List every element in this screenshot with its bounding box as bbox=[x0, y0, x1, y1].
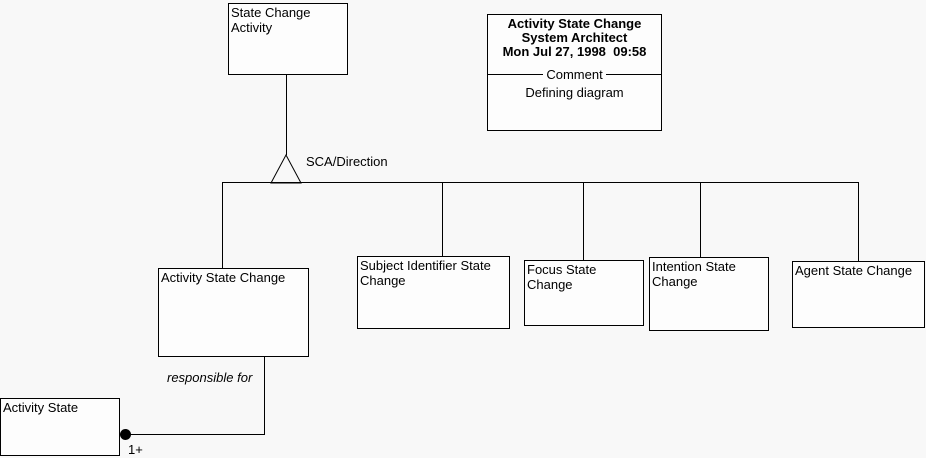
entity-activity-state[interactable]: Activity State bbox=[0, 398, 120, 456]
relationship-label: responsible for bbox=[167, 370, 253, 385]
divider-rule-right bbox=[605, 74, 662, 75]
entity-label: State Change Activity bbox=[231, 5, 311, 35]
entity-focus-state-change[interactable]: Focus State Change bbox=[524, 260, 644, 326]
connector-responsible-for-horizontal bbox=[125, 434, 265, 435]
divider-rule-left bbox=[488, 74, 544, 75]
connector-drop-subject-identifier bbox=[442, 182, 443, 256]
title-block-timestamp: Mon Jul 27, 1998 09:58 bbox=[502, 44, 647, 59]
connector-drop-intention bbox=[700, 182, 701, 257]
comment-divider-label: Comment bbox=[546, 67, 603, 82]
branch-triangle-icon bbox=[270, 154, 302, 184]
entity-label: Subject Identifier State Change bbox=[360, 258, 491, 288]
connector-horizontal-bus bbox=[222, 182, 859, 183]
entity-label: Agent State Change bbox=[795, 263, 913, 278]
connector-drop-focus bbox=[583, 182, 584, 260]
entity-agent-state-change[interactable]: Agent State Change bbox=[792, 261, 925, 328]
connector-drop-agent bbox=[858, 182, 859, 261]
connector-root-stem bbox=[286, 74, 287, 155]
cardinality-label: 1+ bbox=[128, 442, 143, 457]
title-block-comment: Defining diagram bbox=[525, 85, 624, 100]
entity-state-change-activity[interactable]: State Change Activity bbox=[228, 3, 348, 75]
title-block-diagram-name: Activity State Change bbox=[507, 16, 642, 31]
many-cardinality-dot-icon bbox=[120, 429, 131, 440]
entity-intention-state-change[interactable]: Intention State Change bbox=[649, 257, 769, 331]
entity-activity-state-change[interactable]: Activity State Change bbox=[158, 268, 309, 357]
entity-label: Activity State Change bbox=[161, 270, 286, 285]
entity-label: Activity State bbox=[3, 400, 79, 415]
comment-divider: Comment bbox=[488, 67, 662, 82]
diagram-title-block[interactable]: Activity State Change System Architect M… bbox=[487, 14, 662, 131]
entity-label: Intention State Change bbox=[652, 259, 736, 289]
title-block-tool-name: System Architect bbox=[521, 30, 628, 45]
branch-label: SCA/Direction bbox=[306, 154, 388, 169]
entity-label: Focus State Change bbox=[527, 262, 597, 292]
connector-responsible-for-vertical bbox=[264, 356, 265, 434]
connector-drop-activity-state-change bbox=[222, 182, 223, 268]
entity-subject-identifier-state-change[interactable]: Subject Identifier State Change bbox=[357, 256, 510, 329]
